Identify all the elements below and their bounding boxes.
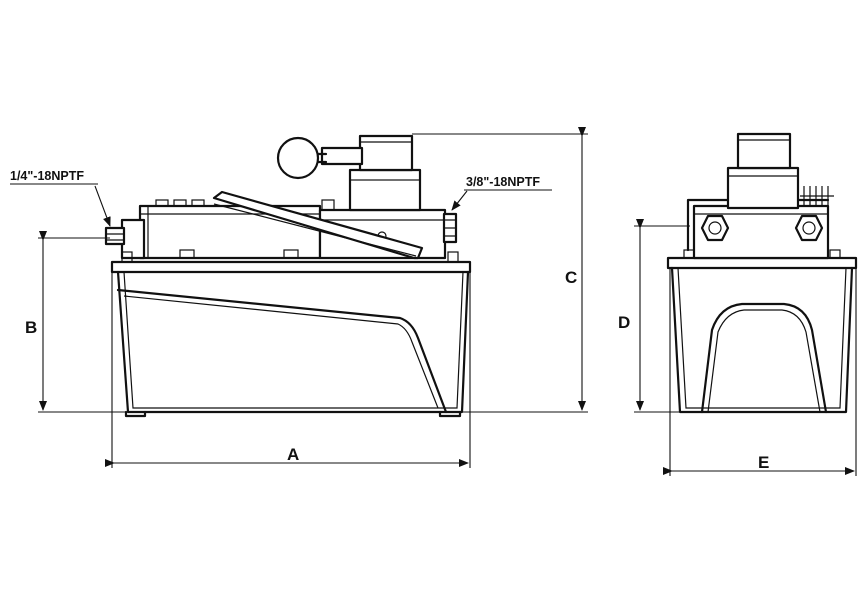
dimension-c: C [412, 127, 588, 413]
front-view [666, 132, 858, 414]
side-view [104, 134, 472, 418]
side-reservoir [110, 260, 472, 418]
dim-e-label: E [758, 453, 769, 472]
dim-d-label: D [618, 313, 630, 332]
callout-port-right: 3/8"-18NPTF [451, 175, 552, 211]
dimension-b: B [25, 231, 125, 413]
dim-c-label: C [565, 268, 577, 287]
front-reservoir [666, 256, 858, 414]
dim-a-label: A [287, 445, 299, 464]
dimension-d: D [618, 219, 690, 413]
callout-port-left: 1/4"-18NPTF [10, 169, 111, 227]
front-top-assembly [683, 132, 841, 260]
side-foot-pedal [212, 190, 424, 260]
dimension-e: E [663, 268, 857, 476]
port-right-label: 3/8"-18NPTF [466, 175, 540, 189]
port-left-label: 1/4"-18NPTF [10, 169, 84, 183]
side-valve-block [276, 134, 422, 212]
dim-b-label: B [25, 318, 37, 337]
dimension-a: A [105, 272, 471, 468]
